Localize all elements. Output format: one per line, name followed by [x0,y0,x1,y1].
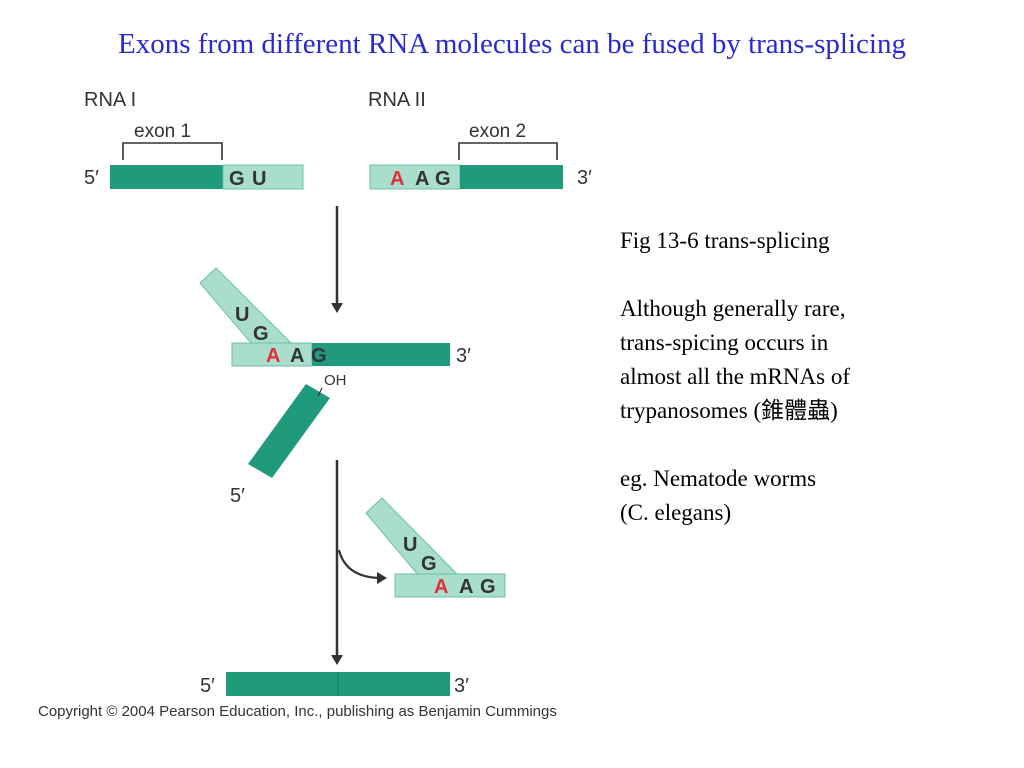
caption-line-5: eg. Nematode worms [620,466,817,491]
oh-label: OH [324,372,347,389]
rel-base-u: U [403,534,417,556]
rel-base-g2: G [480,576,496,598]
mid-three-prime: 3′ [456,345,471,367]
product-exon1 [226,672,338,696]
rna1-intron [222,164,304,190]
rna2-intron [369,164,461,190]
caption-fig: Fig 13-6 trans-splicing [620,228,830,253]
rna2-base-a: A [415,168,429,190]
slide-title: Exons from different RNA molecules can b… [118,28,906,60]
rna2-three-prime: 3′ [577,167,592,189]
exon1-label: exon 1 [134,121,191,142]
exon2-bracket [458,142,558,160]
mid-base-a: A [290,345,304,367]
oh-tick [317,387,323,397]
caption-line-6: (C. elegans) [620,500,732,525]
exon1-bracket [122,142,223,160]
rna1-label: RNA I [84,89,136,111]
freed-exon1 [248,384,330,478]
rna1-five-prime: 5′ [84,167,99,189]
mid-base-g: G [253,323,269,345]
caption: Fig 13-6 trans-splicing Although general… [620,224,1000,530]
rna2-base-a-branch: A [390,168,404,190]
product-three-prime: 3′ [454,675,469,697]
rna1-base-u: U [252,168,266,190]
caption-line-4: trypanosomes (錐體蟲) [620,398,838,423]
branch-intron-arm [199,267,291,357]
mid-base-g2: G [311,345,327,367]
exon2-label: exon 2 [469,121,526,142]
freed-exon1-five-prime: 5′ [230,485,245,507]
rna2-base-g: G [435,168,451,190]
released-intron [394,573,506,598]
product-five-prime: 5′ [200,675,215,697]
rel-base-a-branch: A [434,576,448,598]
side-arrow [337,549,387,584]
mid-base-a-branch: A [266,345,280,367]
rna2-label: RNA II [368,89,426,111]
rel-base-a: A [459,576,473,598]
mid-exon2 [312,343,450,366]
caption-line-2: trans-spicing occurs in [620,330,829,355]
copyright-notice: Copyright © 2004 Pearson Education, Inc.… [38,703,557,720]
product-exon2 [338,672,450,696]
rna2-exon2 [460,165,563,189]
rel-base-g: G [421,553,437,575]
rna1-exon1 [110,165,223,189]
caption-line-3: almost all the mRNAs of [620,364,850,389]
caption-line-1: Although generally rare, [620,296,846,321]
rna1-base-g: G [229,168,245,190]
mid-base-u: U [235,304,249,326]
